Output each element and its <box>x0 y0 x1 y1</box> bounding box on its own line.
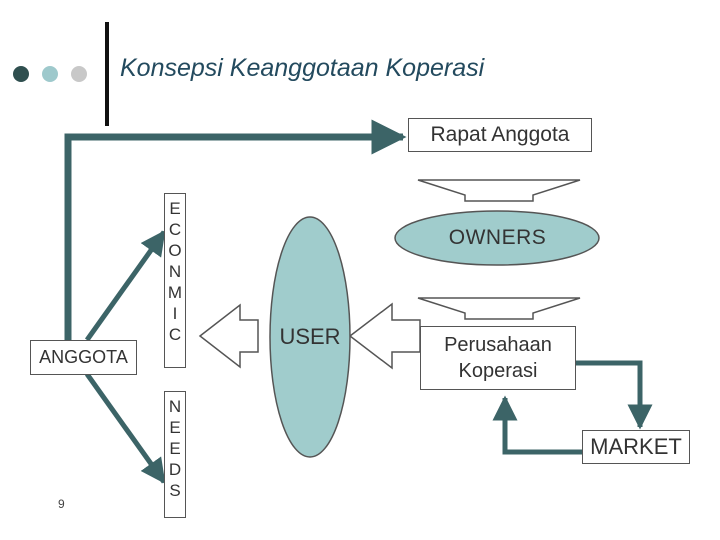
economic-letter: C <box>168 220 182 239</box>
header-bullet-dark <box>13 66 29 82</box>
page-number: 9 <box>58 497 65 511</box>
rapat-to-owners-arrow <box>417 179 581 202</box>
anggota-label: ANGGOTA <box>39 347 128 367</box>
anggota-to-needs-arrow <box>84 372 167 485</box>
economic-letter: N <box>168 262 182 281</box>
needs-letter: E <box>169 439 181 458</box>
perusahaan-to-market-arrow <box>576 360 653 430</box>
perusahaan-label-line1: Perusahaan <box>444 334 552 356</box>
anggota-to-rapat-arrow <box>64 119 407 340</box>
economic-letter: O <box>168 241 182 260</box>
market-box: MARKET <box>582 430 690 464</box>
market-label: MARKET <box>590 434 682 459</box>
needs-letter: D <box>168 460 182 479</box>
perusahaan-label-line2: Koperasi <box>458 360 538 382</box>
market-to-perusahaan-arrow <box>492 395 582 455</box>
header-divider <box>105 22 109 126</box>
needs-letter: N <box>168 397 182 416</box>
anggota-to-economic-arrow <box>84 229 167 342</box>
owners-label: OWNERS <box>448 226 547 249</box>
slide-title: Konsepsi Keanggotaan Koperasi <box>120 54 485 82</box>
needs-letter: S <box>169 481 181 500</box>
perusahaan-to-user-arrow <box>348 302 421 370</box>
user-ellipse <box>269 216 351 458</box>
economic-box: E C O N M I C <box>164 193 186 368</box>
owners-ellipse <box>394 210 600 266</box>
header-bullet-gray <box>71 66 87 82</box>
user-label: USER <box>279 324 341 349</box>
perusahaan-koperasi-box: Perusahaan Koperasi <box>420 326 576 390</box>
economic-letter: M <box>167 283 183 302</box>
economic-letter: C <box>168 325 182 344</box>
owners-to-perusahaan-arrow <box>417 297 581 320</box>
header-bullet-teal <box>42 66 58 82</box>
economic-letter: I <box>172 304 178 323</box>
needs-box: N E E D S <box>164 391 186 518</box>
rapat-anggota-box: Rapat Anggota <box>408 118 592 152</box>
anggota-box: ANGGOTA <box>30 340 137 375</box>
needs-letter: E <box>169 418 181 437</box>
economic-letter: E <box>169 199 181 218</box>
rapat-anggota-label: Rapat Anggota <box>430 123 570 146</box>
user-to-economic-arrow <box>198 303 259 369</box>
